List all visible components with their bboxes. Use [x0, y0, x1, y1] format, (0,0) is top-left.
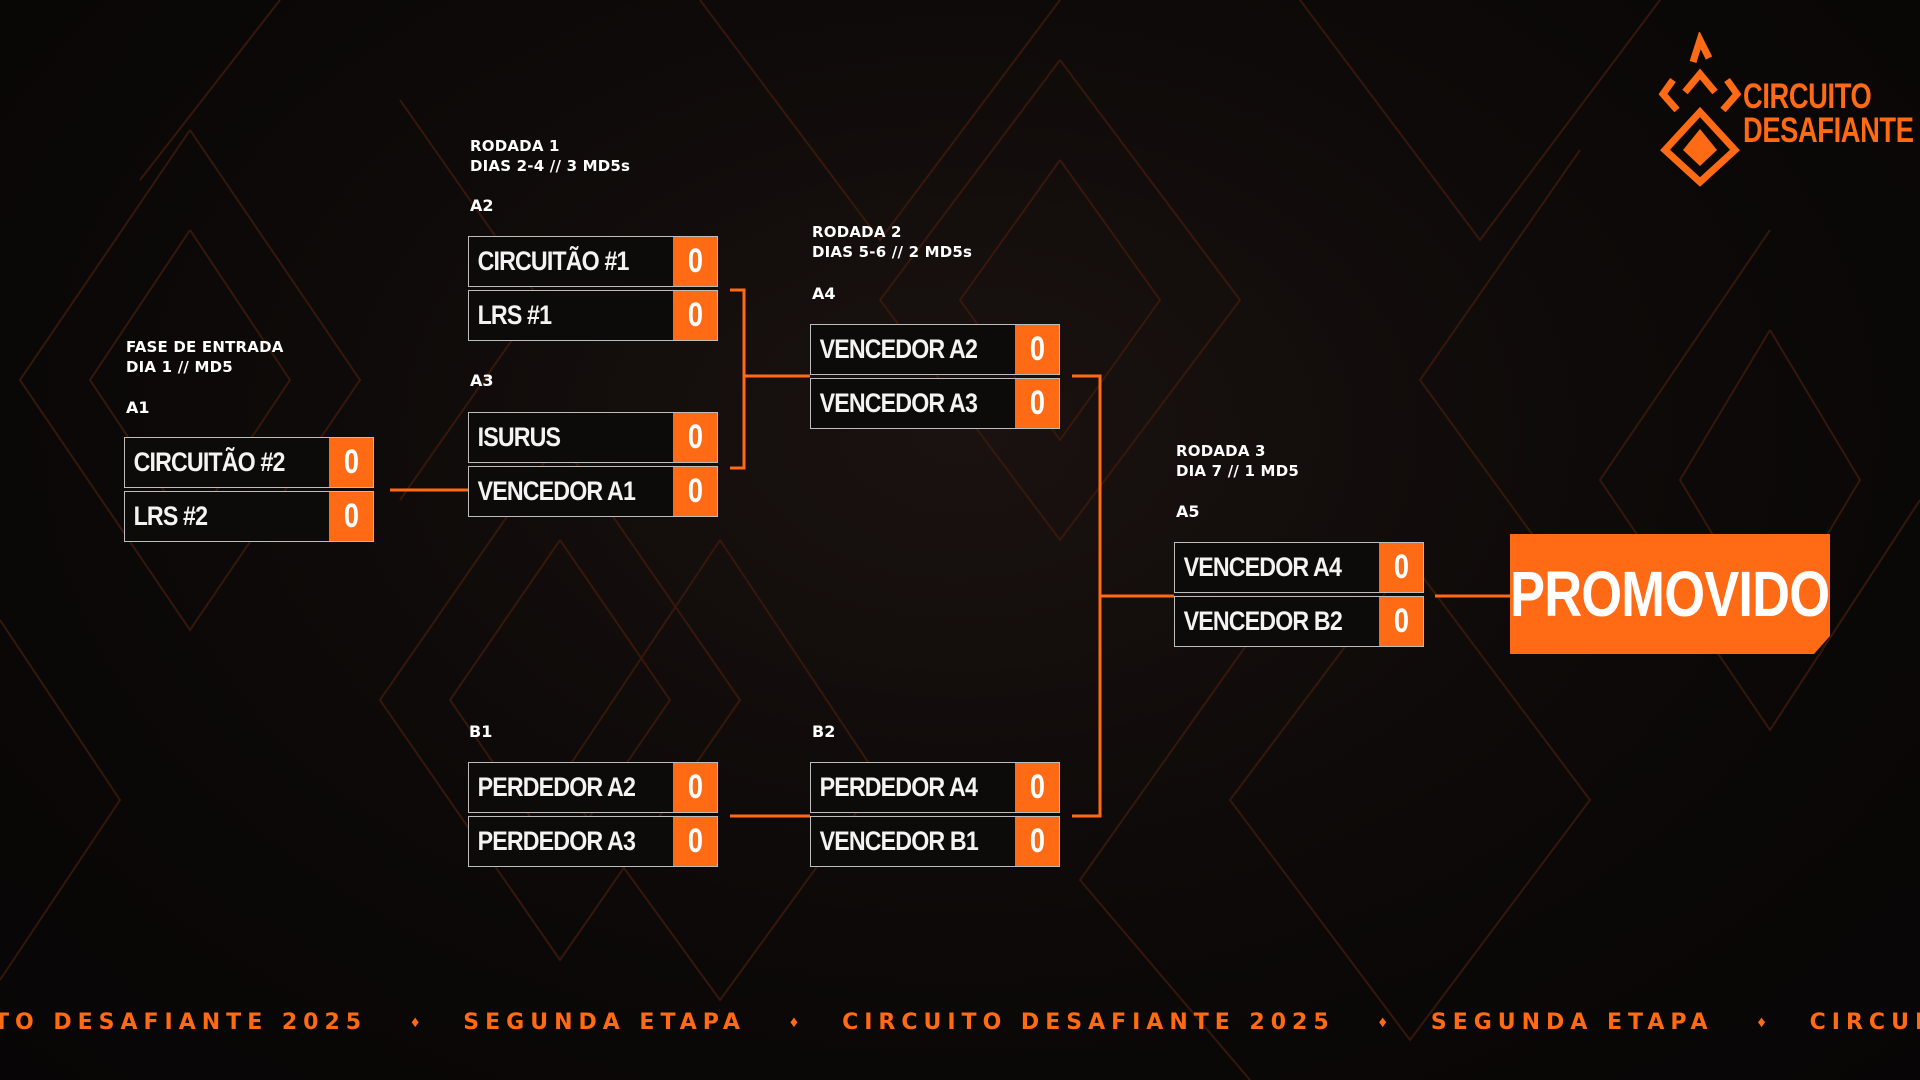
team-score: 0 [1015, 379, 1059, 428]
team-name: ISURUS [477, 422, 561, 452]
stage-label-round2: RODADA 2 DIAS 5-6 // 2 MD5s [812, 222, 972, 262]
ticker-item: SEGUNDA ETAPA [1430, 1010, 1714, 1035]
match-team-row[interactable]: PERDEDOR A4 0 [810, 762, 1060, 813]
team-score: 0 [1379, 543, 1423, 592]
logo-wordmark: CIRCUITO DESAFIANTE [1743, 77, 1914, 150]
diamond-icon: ♦ [1757, 1013, 1766, 1031]
match-b2[interactable]: PERDEDOR A4 0 VENCEDOR B1 0 [810, 762, 1060, 868]
team-score: 0 [329, 492, 373, 541]
bottom-ticker: TO DESAFIANTE 2025 ♦ SEGUNDA ETAPA ♦ CIR… [0, 1004, 1920, 1044]
diamond-icon: ♦ [1378, 1013, 1387, 1031]
match-team-row[interactable]: VENCEDOR A1 0 [468, 466, 718, 517]
match-a1[interactable]: CIRCUITÃO #2 0 LRS #2 0 [124, 437, 374, 543]
circuito-desafiante-flame-logo-icon [1658, 32, 1742, 187]
logo-line-1: CIRCUITO [1743, 77, 1872, 116]
match-id-a1: A1 [126, 398, 150, 417]
match-team-row[interactable]: PERDEDOR A3 0 [468, 816, 718, 867]
team-score: 0 [673, 763, 717, 812]
match-team-row[interactable]: VENCEDOR B1 0 [810, 816, 1060, 867]
team-score: 0 [1015, 325, 1059, 374]
team-name: VENCEDOR B1 [819, 826, 979, 856]
ticker-item: TO DESAFIANTE 2025 [0, 1010, 368, 1035]
team-name: PERDEDOR A2 [477, 772, 636, 802]
team-score: 0 [329, 438, 373, 487]
match-team-row[interactable]: VENCEDOR A4 0 [1174, 542, 1424, 593]
ticker-item: SEGUNDA ETAPA [463, 1010, 746, 1035]
team-name: VENCEDOR A1 [477, 476, 636, 506]
team-name: LRS #1 [477, 300, 552, 330]
ticker-item: CIRCUITO DESAFIANTE 2025 [842, 1010, 1335, 1035]
team-name: VENCEDOR A3 [819, 388, 978, 418]
team-name: LRS #2 [133, 501, 208, 531]
team-name: VENCEDOR A2 [819, 334, 978, 364]
match-b1[interactable]: PERDEDOR A2 0 PERDEDOR A3 0 [468, 762, 718, 868]
team-name: CIRCUITÃO #2 [133, 447, 286, 477]
match-team-row[interactable]: VENCEDOR B2 0 [1174, 596, 1424, 647]
match-team-row[interactable]: LRS #2 0 [124, 491, 374, 542]
ticker-item: CIRCUITO DESAF [1809, 1010, 1920, 1035]
match-id-a2: A2 [470, 196, 494, 215]
ticker-track: TO DESAFIANTE 2025 ♦ SEGUNDA ETAPA ♦ CIR… [0, 1010, 1920, 1035]
stage-title: FASE DE ENTRADA [126, 338, 284, 356]
promoted-badge: PROMOVIDO [1510, 534, 1830, 654]
team-score: 0 [673, 817, 717, 866]
match-id-a3: A3 [470, 371, 494, 390]
stage-label-round1: RODADA 1 DIAS 2-4 // 3 MD5s [470, 136, 630, 176]
stage-label-round3: RODADA 3 DIA 7 // 1 MD5 [1176, 441, 1299, 481]
match-id-a4: A4 [812, 284, 836, 303]
stage-label-entry: FASE DE ENTRADA DIA 1 // MD5 [126, 337, 284, 377]
match-team-row[interactable]: PERDEDOR A2 0 [468, 762, 718, 813]
team-name: PERDEDOR A3 [477, 826, 636, 856]
stage-title: RODADA 3 [1176, 442, 1266, 460]
stage-title: RODADA 2 [812, 223, 902, 241]
stage-subtitle: DIAS 5-6 // 2 MD5s [812, 243, 973, 261]
match-team-row[interactable]: VENCEDOR A3 0 [810, 378, 1060, 429]
team-name: PERDEDOR A4 [819, 772, 978, 802]
team-score: 0 [673, 237, 717, 286]
match-team-row[interactable]: ISURUS 0 [468, 412, 718, 463]
stage-subtitle: DIAS 2-4 // 3 MD5s [470, 157, 631, 175]
match-id-b2: B2 [812, 722, 836, 741]
team-name: VENCEDOR B2 [1183, 606, 1343, 636]
match-a2[interactable]: CIRCUITÃO #1 0 LRS #1 0 [468, 236, 718, 342]
diamond-icon: ♦ [411, 1013, 420, 1031]
match-team-row[interactable]: CIRCUITÃO #1 0 [468, 236, 718, 287]
match-a4[interactable]: VENCEDOR A2 0 VENCEDOR A3 0 [810, 324, 1060, 430]
match-id-b1: B1 [469, 722, 493, 741]
match-team-row[interactable]: CIRCUITÃO #2 0 [124, 437, 374, 488]
stage-subtitle: DIA 1 // MD5 [126, 358, 233, 376]
logo-line-2: DESAFIANTE [1743, 111, 1914, 150]
stage-title: RODADA 1 [470, 137, 560, 155]
match-a5[interactable]: VENCEDOR A4 0 VENCEDOR B2 0 [1174, 542, 1424, 648]
match-team-row[interactable]: VENCEDOR A2 0 [810, 324, 1060, 375]
match-id-a5: A5 [1176, 502, 1200, 521]
team-name: VENCEDOR A4 [1183, 552, 1342, 582]
team-score: 0 [673, 413, 717, 462]
team-score: 0 [673, 291, 717, 340]
match-a3[interactable]: ISURUS 0 VENCEDOR A1 0 [468, 412, 718, 518]
team-score: 0 [1015, 817, 1059, 866]
diamond-icon: ♦ [789, 1013, 799, 1031]
team-name: CIRCUITÃO #1 [477, 246, 630, 276]
team-score: 0 [1015, 763, 1059, 812]
stage-subtitle: DIA 7 // 1 MD5 [1176, 462, 1299, 480]
team-score: 0 [673, 467, 717, 516]
match-team-row[interactable]: LRS #1 0 [468, 290, 718, 341]
promoted-label: PROMOVIDO [1510, 558, 1830, 630]
team-score: 0 [1379, 597, 1423, 646]
